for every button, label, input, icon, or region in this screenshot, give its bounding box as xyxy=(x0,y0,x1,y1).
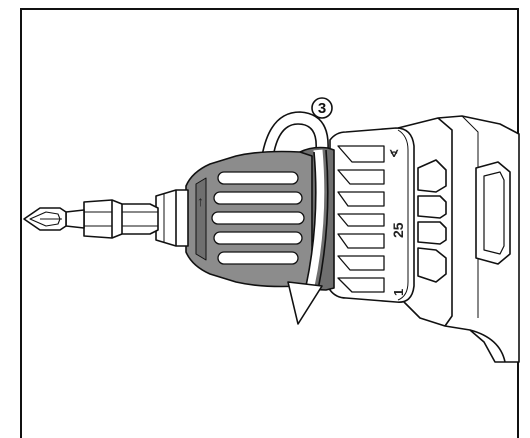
sleeve-grip-slots xyxy=(211,171,305,265)
screwdriver-bit xyxy=(23,199,159,239)
step-number: 3 xyxy=(318,100,326,117)
direction-arrow-icon: ↑ xyxy=(197,193,204,209)
collar-marking-middle: 25 xyxy=(390,222,406,238)
chuck-sleeve xyxy=(185,150,313,288)
torque-collar xyxy=(329,127,415,303)
rotation-arrow xyxy=(261,111,329,157)
step-callout: 3 xyxy=(311,97,333,119)
rotation-arrow-front xyxy=(305,149,329,291)
collar-marking-top: ∢ xyxy=(389,149,401,158)
rotation-arrowhead-icon xyxy=(287,281,323,325)
chuck-nose xyxy=(155,189,189,247)
collar-marking-bottom: 1 xyxy=(391,289,406,296)
collar-ridges xyxy=(337,145,385,293)
drill-housing xyxy=(397,115,520,363)
housing-ribs xyxy=(417,159,447,283)
